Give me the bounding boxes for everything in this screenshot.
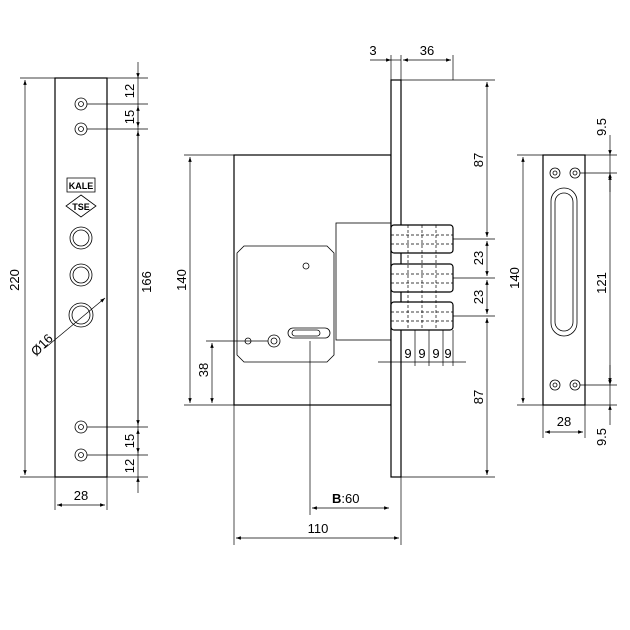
bolt-spacing-2-label: 23 [471,290,486,304]
bolts [390,224,454,331]
faceplate-hole-span-label: 166 [139,271,154,293]
faceplate-view: KALE TSE Ø16 220 [7,62,154,510]
strike-slot-length-label: 121 [594,272,609,294]
bolt-hole [69,226,93,250]
strike-bottom-gap-label: 9.5 [594,428,609,446]
faceplate-bottom-gap-label: 12 [122,459,137,473]
faceplate [54,77,108,478]
strike-height-label: 140 [507,267,522,289]
strike-screw-hole [549,167,561,179]
tse-logo: TSE [65,194,97,218]
lock-case [233,154,392,406]
strike-top-gap-label: 9.5 [594,118,609,136]
faceplate-top-gap-label: 12 [122,84,137,98]
case-height-label: 140 [174,269,189,291]
bottom-to-bolt-label: 87 [471,390,486,404]
case-width-label: 110 [308,521,329,536]
cylinder-slot [287,327,331,339]
backset-value: :60 [341,491,359,506]
strike-plate [542,154,586,406]
strike-slot [550,187,578,337]
mechanism-plate [236,245,335,363]
bolt-segment-label: 9 [418,346,425,361]
strike-width-label: 28 [557,414,571,429]
faceplate-width-label: 28 [74,488,88,503]
bolt-spacing-1-label: 23 [471,251,486,265]
bolt-segment-label: 9 [432,346,439,361]
strike-screw-hole [549,379,561,391]
faceplate-bottom-spacing-label: 15 [122,434,137,448]
tse-logo-text: TSE [72,202,90,212]
bolt-segment-label: 9 [404,346,411,361]
kale-logo-text: KALE [69,181,94,191]
lock-body-view: 3 36 140 38 87 23 23 87 9 9 9 9 [174,43,495,545]
mechanism-rivet [302,262,310,270]
cylinder-hole-diameter-label: Ø16 [28,331,56,359]
bolt-hole [69,263,93,287]
handle-height-label: 38 [196,363,211,377]
backset-letter: B [332,491,341,506]
faceplate-bolt-holes [68,226,94,328]
kale-logo: KALE [66,177,96,193]
bolt [390,224,454,254]
backset-label: B:60 [332,491,359,506]
faceplate-thickness-label: 3 [369,43,376,58]
bolt-segment-label: 9 [444,346,451,361]
bolt-projection-label: 36 [420,43,434,58]
strike-plate-view: 140 9.5 121 9.5 28 [507,118,617,446]
faceplate-top-spacing-label: 15 [122,110,137,124]
cylinder-hole [68,302,94,328]
top-to-bolt-label: 87 [471,153,486,167]
faceplate-height-label: 220 [7,269,22,291]
